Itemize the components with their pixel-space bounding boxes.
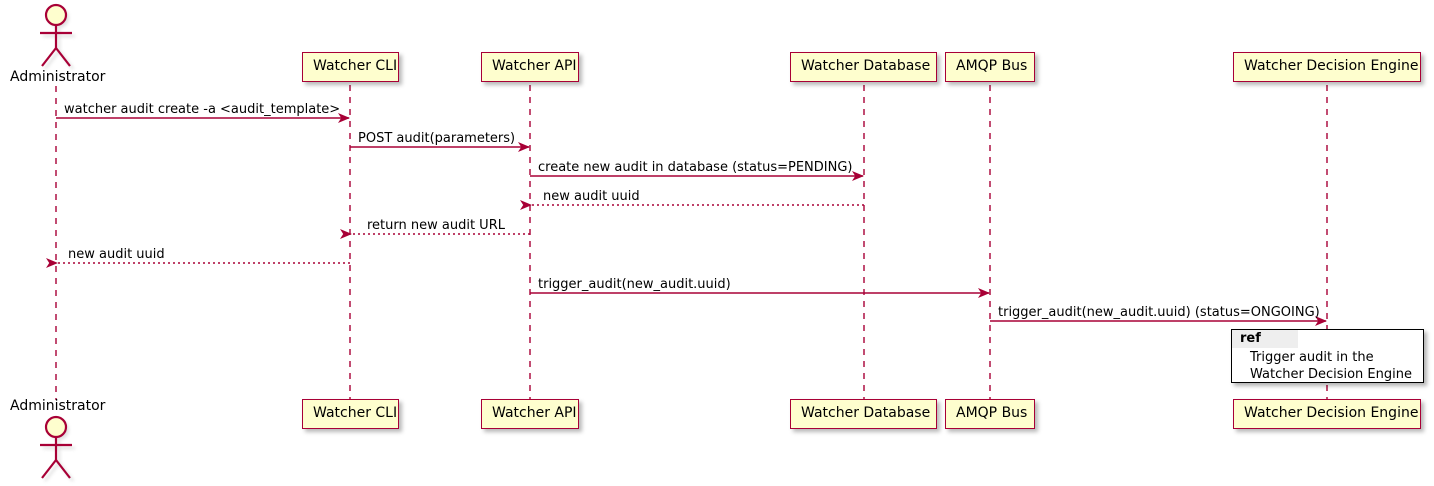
participant-box-watcher-api-top[interactable]: Watcher API (481, 52, 579, 82)
message-label-create-new-audit: create new audit in database (status=PEN… (538, 160, 853, 175)
ref-fragment-line-2: Watcher Decision Engine (1250, 367, 1412, 382)
lifelines (55, 85, 1328, 400)
ref-fragment-tab-label: ref (1232, 330, 1298, 348)
participant-box-watcher-decision-engine-bottom[interactable]: Watcher Decision Engine (1233, 399, 1421, 429)
message-label-return-new-audit-url: return new audit URL (367, 218, 505, 233)
participant-label: Watcher Database (801, 405, 931, 421)
participant-label: AMQP Bus (956, 58, 1028, 74)
participant-box-amqp-bus-top[interactable]: AMQP Bus (945, 52, 1035, 82)
participant-label: Watcher API (492, 405, 577, 421)
participant-box-watcher-api-bottom[interactable]: Watcher API (481, 399, 579, 429)
participant-box-amqp-bus-bottom[interactable]: AMQP Bus (945, 399, 1035, 429)
participant-label: AMQP Bus (956, 405, 1028, 421)
participant-label: Watcher API (492, 58, 577, 74)
message-label-watcher-audit-create: watcher audit create -a <audit_template> (64, 102, 341, 117)
participant-label: Watcher Decision Engine (1244, 405, 1419, 421)
participant-box-watcher-database-top[interactable]: Watcher Database (790, 52, 937, 82)
participant-box-watcher-cli-top[interactable]: Watcher CLI (302, 52, 399, 82)
participant-label: Watcher Database (801, 58, 931, 74)
message-label-trigger-audit-amqp: trigger_audit(new_audit.uuid) (538, 277, 731, 292)
participant-box-watcher-decision-engine-top[interactable]: Watcher Decision Engine (1233, 52, 1421, 82)
participant-label: Watcher CLI (313, 58, 398, 74)
participant-box-watcher-database-bottom[interactable]: Watcher Database (790, 399, 937, 429)
actor-administrator-bottom (40, 415, 75, 482)
actor-label-administrator-top: Administrator (10, 69, 106, 85)
participant-box-watcher-cli-bottom[interactable]: Watcher CLI (302, 399, 399, 429)
participant-label: Watcher Decision Engine (1244, 58, 1419, 74)
message-arrows (46, 113, 1327, 326)
actor-administrator-top (40, 3, 75, 70)
message-label-trigger-audit-engine: trigger_audit(new_audit.uuid) (status=ON… (998, 305, 1320, 320)
message-label-new-audit-uuid-db: new audit uuid (543, 189, 640, 204)
message-label-post-audit: POST audit(parameters) (358, 131, 516, 146)
participant-label: Watcher CLI (313, 405, 398, 421)
actor-label-administrator-bottom: Administrator (10, 398, 106, 414)
message-label-new-audit-uuid-cli: new audit uuid (68, 247, 165, 262)
ref-fragment-line-1: Trigger audit in the (1250, 350, 1374, 365)
ref-fragment: ref Trigger audit in the Watcher Decisio… (1231, 329, 1424, 383)
